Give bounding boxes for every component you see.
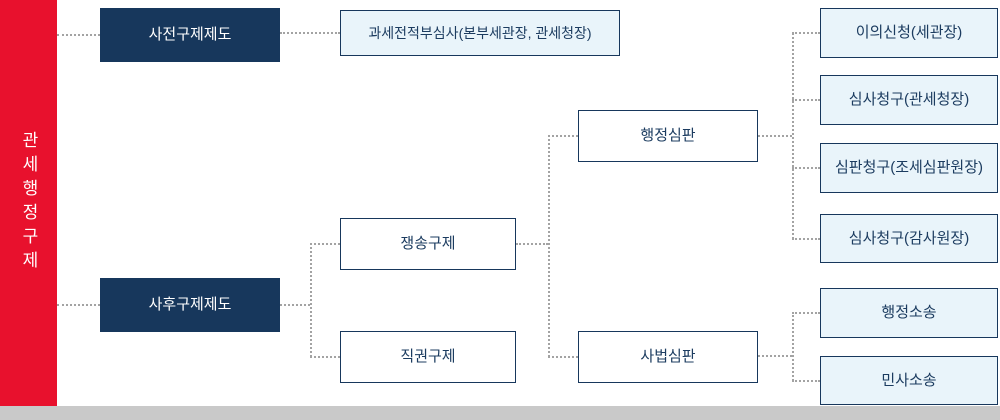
- connector-judicial-stub: [758, 355, 792, 357]
- node-objection: 이의신청(세관장): [820, 8, 998, 58]
- connector-root-pre: [57, 34, 100, 36]
- connector-to-civil-litigation: [792, 380, 820, 382]
- connector-litigation-stub: [516, 243, 548, 245]
- connector-to-exofficio: [310, 356, 340, 358]
- node-exofficio-remedy: 직권구제: [340, 331, 516, 383]
- node-review-audit: 심사청구(감사원장): [820, 214, 998, 263]
- connector-admin-trial-stub: [758, 135, 792, 137]
- connector-to-judicial-trial: [548, 356, 578, 358]
- connector-to-admin-litigation: [792, 312, 820, 314]
- node-litigation-remedy: 쟁송구제: [340, 218, 516, 270]
- connector-litigation-branch: [548, 135, 550, 357]
- node-judicial-trial: 사법심판: [578, 331, 758, 383]
- node-administrative-trial: 행정심판: [578, 110, 758, 162]
- node-pre-remedy-system: 사전구제제도: [100, 8, 280, 62]
- footer-strip: [0, 406, 1000, 420]
- connector-post-branch: [310, 243, 312, 357]
- node-post-remedy-system: 사후구제제도: [100, 278, 280, 332]
- node-pre-taxation-review: 과세전적부심사(본부세관장, 관세청장): [340, 10, 620, 56]
- node-civil-litigation: 민사소송: [820, 356, 998, 405]
- node-admin-litigation: 행정소송: [820, 288, 998, 338]
- root-node-label: 관세행정구제: [19, 131, 38, 275]
- connector-to-admin-trial: [548, 135, 578, 137]
- connector-post-stub: [280, 304, 310, 306]
- connector-pre-review: [280, 32, 340, 34]
- connector-to-judgment-tax: [792, 167, 820, 169]
- connector-root-post: [57, 304, 100, 306]
- node-judgment-tax: 심판청구(조세심판원장): [820, 143, 998, 193]
- root-node: 관세행정구제: [0, 0, 57, 406]
- connector-to-objection: [792, 32, 820, 34]
- connector-admin-branch: [792, 33, 794, 239]
- connector-to-review-customs: [792, 99, 820, 101]
- node-review-customs: 심사청구(관세청장): [820, 75, 998, 125]
- connector-to-review-audit: [792, 238, 820, 240]
- connector-judicial-branch: [792, 312, 794, 381]
- connector-to-litigation: [310, 243, 340, 245]
